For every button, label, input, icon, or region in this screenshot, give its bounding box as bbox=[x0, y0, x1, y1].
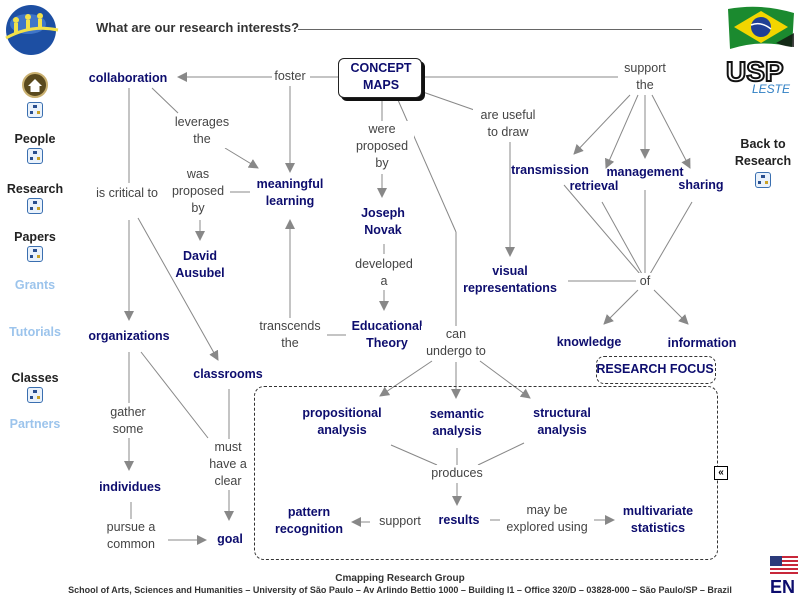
edge bbox=[137, 217, 219, 361]
concept-sharing[interactable]: sharing bbox=[678, 178, 724, 192]
sidebar-item-tutorials[interactable]: Tutorials bbox=[0, 325, 70, 339]
brazil-flag-icon[interactable] bbox=[726, 3, 796, 51]
edge bbox=[390, 444, 438, 466]
sidebar-item-label: Grants bbox=[14, 278, 56, 292]
footer-group-name: Cmapping Research Group bbox=[335, 573, 465, 584]
sidebar-item-label: Tutorials bbox=[9, 325, 61, 339]
concept-educational-theory[interactable]: Educational Theory bbox=[351, 319, 423, 350]
concept-classrooms[interactable]: classrooms bbox=[193, 367, 263, 381]
sidebar-item-label: Classes bbox=[11, 371, 59, 385]
sidebar-item-label: Partners bbox=[9, 417, 61, 431]
edge bbox=[605, 94, 639, 169]
concept-visual-representations[interactable]: visual representations bbox=[463, 264, 557, 295]
research-focus-label: RESEARCH FOCUS bbox=[596, 362, 714, 376]
edge bbox=[379, 360, 433, 397]
sidebar-item-label: People bbox=[14, 132, 56, 146]
concept-maps-box[interactable] bbox=[338, 58, 422, 98]
back-to-research-label: Back to Research bbox=[734, 137, 792, 168]
link-leverages-the: leverages the bbox=[170, 114, 234, 148]
edge bbox=[651, 94, 691, 169]
concept-management[interactable]: management bbox=[606, 165, 684, 179]
edge bbox=[603, 289, 639, 325]
sidebar-item-partners[interactable]: Partners bbox=[0, 417, 70, 431]
concept-map-icon[interactable] bbox=[27, 387, 43, 403]
concept-individues[interactable]: individues bbox=[99, 480, 161, 494]
footer-address: School of Arts, Sciences and Humanities … bbox=[68, 585, 732, 595]
edge bbox=[477, 442, 525, 466]
edge bbox=[224, 147, 259, 169]
link-may-be-explored-using: may be explored using bbox=[500, 502, 594, 536]
edge bbox=[649, 201, 693, 275]
link-must-have-a-clear: must have a clear bbox=[202, 439, 254, 490]
collapse-icon[interactable]: « bbox=[714, 466, 728, 480]
sidebar-item-label: Papers bbox=[14, 230, 56, 244]
concept-map-icon[interactable] bbox=[27, 246, 43, 262]
edge bbox=[479, 360, 531, 399]
link-are-useful-to-draw: are useful to draw bbox=[473, 107, 543, 141]
link-can-undergo-to: can undergo to bbox=[421, 326, 491, 360]
link-developed-a: developed a bbox=[351, 256, 417, 290]
concept-knowledge[interactable]: knowledge bbox=[556, 335, 622, 349]
link-of: of bbox=[637, 273, 653, 290]
concept-semantic-analysis[interactable]: semantic analysis bbox=[429, 407, 485, 438]
edge bbox=[140, 351, 209, 439]
link-support: support bbox=[377, 513, 423, 530]
concept-david-ausubel[interactable]: David Ausubel bbox=[175, 249, 225, 280]
link-were-proposed-by: were proposed by bbox=[350, 121, 414, 172]
home-map-icon[interactable] bbox=[27, 100, 43, 123]
edge bbox=[151, 87, 179, 114]
concept-joseph-novak[interactable]: Joseph Novak bbox=[361, 206, 405, 237]
concept-information[interactable]: information bbox=[667, 336, 737, 350]
sidebar-item-label: Research bbox=[6, 182, 64, 196]
concept-map-icon[interactable] bbox=[27, 148, 43, 164]
concept-propositional-analysis[interactable]: propositional analysis bbox=[302, 406, 382, 437]
link-transcends-the: transcends the bbox=[253, 318, 327, 352]
concept-concept-maps[interactable]: CONCEPT MAPS bbox=[350, 61, 412, 92]
sidebar-item-grants[interactable]: Grants bbox=[0, 278, 70, 292]
us-flag-icon[interactable] bbox=[770, 556, 798, 574]
svg-text:LESTE: LESTE bbox=[752, 82, 791, 95]
concept-multivariate-statistics[interactable]: multivariate statistics bbox=[622, 504, 694, 535]
sidebar-item-papers[interactable]: Papers bbox=[0, 230, 70, 265]
research-focus-box bbox=[596, 356, 716, 384]
page-title: What are our research interests? bbox=[96, 20, 300, 35]
usp-leste-logo[interactable]: USP LESTE bbox=[726, 55, 798, 95]
edge bbox=[419, 90, 481, 113]
back-to-research-link[interactable]: Back to Research bbox=[728, 136, 798, 193]
concept-meaningful-learning[interactable]: meaningful learning bbox=[256, 177, 324, 208]
home-icon[interactable] bbox=[22, 72, 48, 98]
edge bbox=[573, 94, 631, 155]
link-was-proposed-by: was proposed by bbox=[166, 166, 230, 217]
concept-transmission[interactable]: transmission bbox=[511, 163, 589, 177]
title-divider bbox=[298, 29, 702, 30]
sidebar-item-people[interactable]: People bbox=[0, 132, 70, 167]
svg-text:USP: USP bbox=[726, 56, 784, 87]
concept-structural-analysis[interactable]: structural analysis bbox=[533, 406, 591, 437]
link-support-the: support the bbox=[619, 60, 671, 94]
edge bbox=[601, 201, 643, 275]
edge bbox=[653, 289, 689, 325]
concept-pattern-recognition[interactable]: pattern recognition bbox=[274, 505, 344, 536]
link-foster: foster bbox=[272, 68, 308, 85]
sidebar-item-research[interactable]: Research bbox=[0, 182, 70, 217]
concept-map-icon[interactable] bbox=[755, 172, 771, 188]
sidebar-item-classes[interactable]: Classes bbox=[0, 371, 70, 406]
concept-organizations[interactable]: organizations bbox=[88, 329, 170, 343]
link-is-critical-to: is critical to bbox=[94, 185, 160, 202]
link-gather-some: gather some bbox=[101, 404, 155, 438]
group-logo bbox=[5, 5, 59, 55]
concept-collaboration[interactable]: collaboration bbox=[88, 71, 168, 85]
edge bbox=[563, 184, 641, 275]
concept-map-icon[interactable] bbox=[27, 198, 43, 214]
link-pursue-a-common: pursue a common bbox=[94, 519, 168, 553]
concept-results[interactable]: results bbox=[438, 513, 480, 527]
link-produces: produces bbox=[429, 465, 485, 482]
concept-goal[interactable]: goal bbox=[217, 532, 243, 546]
concept-retrieval[interactable]: retrieval bbox=[569, 179, 619, 193]
language-switch[interactable]: EN bbox=[770, 577, 796, 597]
